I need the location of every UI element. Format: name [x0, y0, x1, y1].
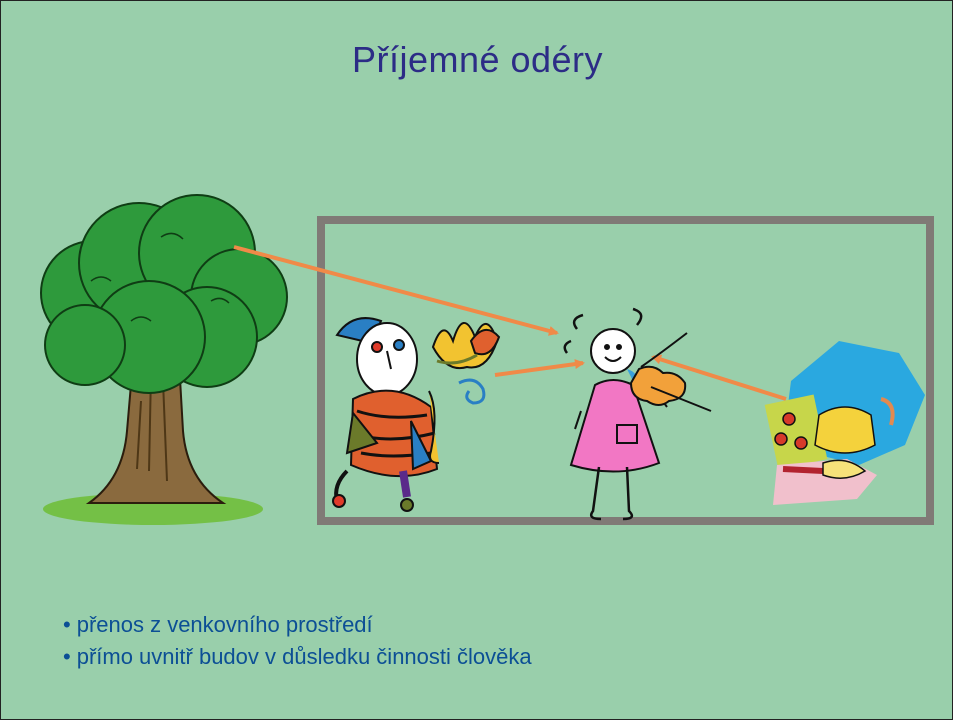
arrow-musician-to-girl: [494, 359, 585, 377]
slide-title: Příjemné odéry: [351, 39, 604, 80]
tree-foliage: [40, 194, 288, 394]
bullet-item-outdoor-transfer: •přenos z venkovního prostředí: [63, 609, 532, 641]
violin-girl-clipart: [563, 307, 712, 521]
arrow-tree-to-girl: [233, 245, 559, 336]
tree-clipart: [40, 194, 288, 525]
bullet-marker: •: [63, 644, 71, 669]
saxophone-player-clipart: [332, 317, 501, 512]
bullet-item-indoor-activity: •přímo uvnitř budov v důsledku činnosti …: [63, 641, 532, 673]
arrow-perfume-to-girl: [651, 354, 787, 401]
bullet-text: přímo uvnitř budov v důsledku činnosti č…: [76, 644, 532, 669]
bullet-list: •přenos z venkovního prostředí •přímo uv…: [63, 609, 532, 673]
perfume-collage-clipart: [764, 341, 925, 505]
bullet-marker: •: [63, 612, 71, 637]
tree-trunk: [85, 360, 227, 504]
room-frame: [317, 216, 934, 525]
bullet-text: přenos z venkovního prostředí: [76, 612, 373, 637]
